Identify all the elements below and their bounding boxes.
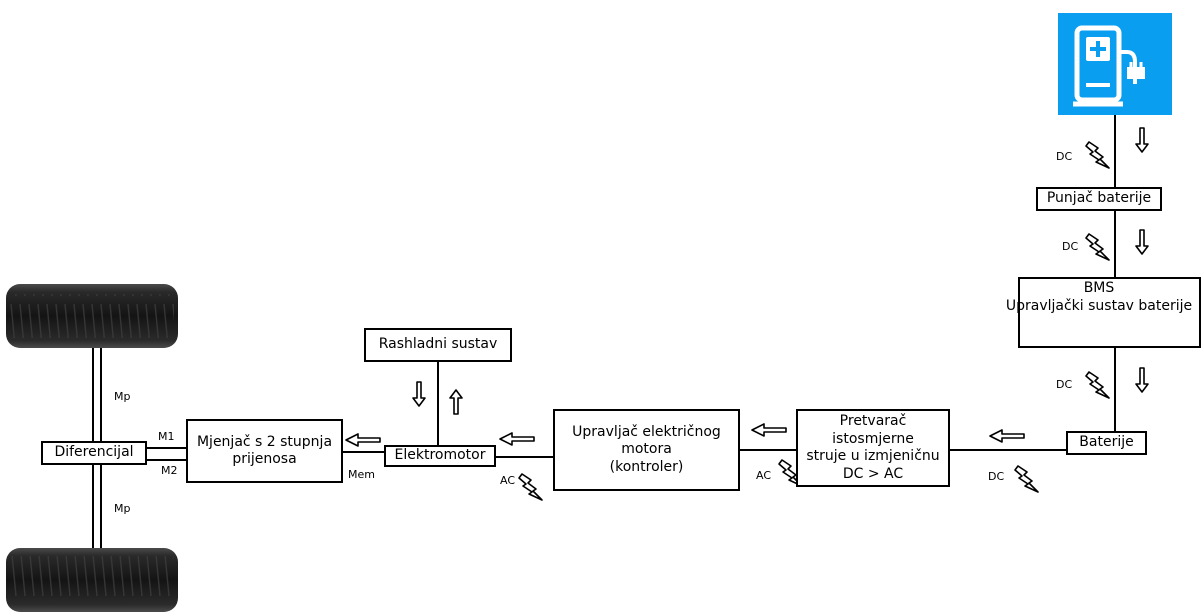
inverter-label: Pretvarač istosmjerne struje u izmjeničn…: [806, 413, 940, 482]
connection-lines: [92, 115, 1116, 550]
electric-motor-box: Elektromotor: [384, 445, 496, 467]
dc-label: DC: [988, 470, 1005, 483]
battery-charger-box: Punjač baterije: [1036, 187, 1162, 211]
torque-m1-label: M1: [158, 430, 175, 443]
lightning-bolt-icon: [1014, 465, 1039, 493]
battery-box: Baterije: [1066, 431, 1147, 455]
differential-box: Diferencijal: [41, 441, 147, 465]
lightning-bolt-icon: [1085, 371, 1110, 399]
bms-box: BMS Upravljački sustav baterije: [1006, 277, 1201, 348]
dc-label: DC: [1056, 378, 1073, 391]
dc-label: DC: [1062, 240, 1079, 253]
tire-icon: [6, 548, 178, 612]
flow-arrow-icon: [1135, 367, 1149, 393]
torque-mem-label: Mem: [348, 468, 375, 481]
battery-label: Baterije: [1079, 434, 1134, 451]
torque-mp-label: Mp: [114, 390, 131, 403]
motor-controller-box: Upravljač električnog motora (kontroler): [553, 409, 740, 491]
tire-icon: [6, 284, 178, 348]
cooling-system-box: Rashladni sustav: [364, 328, 512, 362]
ac-label: AC: [756, 469, 772, 482]
flow-arrow-icon: [1135, 229, 1149, 255]
flow-arrow-icon: [1135, 127, 1149, 153]
flow-arrow-icon: [345, 433, 381, 447]
lightning-bolt-icon: [1085, 233, 1110, 261]
flow-arrow-icon: [751, 423, 787, 437]
bms-label: BMS Upravljački sustav baterije: [1005, 280, 1193, 314]
flow-arrow-icon: [412, 381, 426, 407]
gearbox-box: Mjenjač s 2 stupnja prijenosa: [186, 419, 343, 483]
cooling-system-label: Rashladni sustav: [378, 336, 498, 353]
electric-motor-label: Elektromotor: [394, 447, 486, 464]
dc-label: DC: [1056, 150, 1073, 163]
flow-arrow-icon: [989, 429, 1025, 443]
flow-arrow-icon: [499, 432, 535, 446]
inverter-box: Pretvarač istosmjerne struje u izmjeničn…: [796, 409, 950, 487]
charging-station-icon: [1058, 13, 1172, 115]
torque-m2-label: M2: [161, 464, 178, 477]
motor-controller-label: Upravljač električnog motora (kontroler): [572, 423, 721, 475]
lightning-bolt-icon: [1085, 141, 1110, 169]
lightning-bolt-icon: [518, 473, 543, 501]
differential-label: Diferencijal: [54, 444, 134, 461]
gearbox-label: Mjenjač s 2 stupnja prijenosa: [196, 433, 333, 468]
ac-label: AC: [500, 474, 516, 487]
torque-mp-label: Mp: [114, 502, 131, 515]
flow-arrow-icon: [449, 389, 463, 415]
battery-charger-label: Punjač baterije: [1046, 190, 1152, 207]
